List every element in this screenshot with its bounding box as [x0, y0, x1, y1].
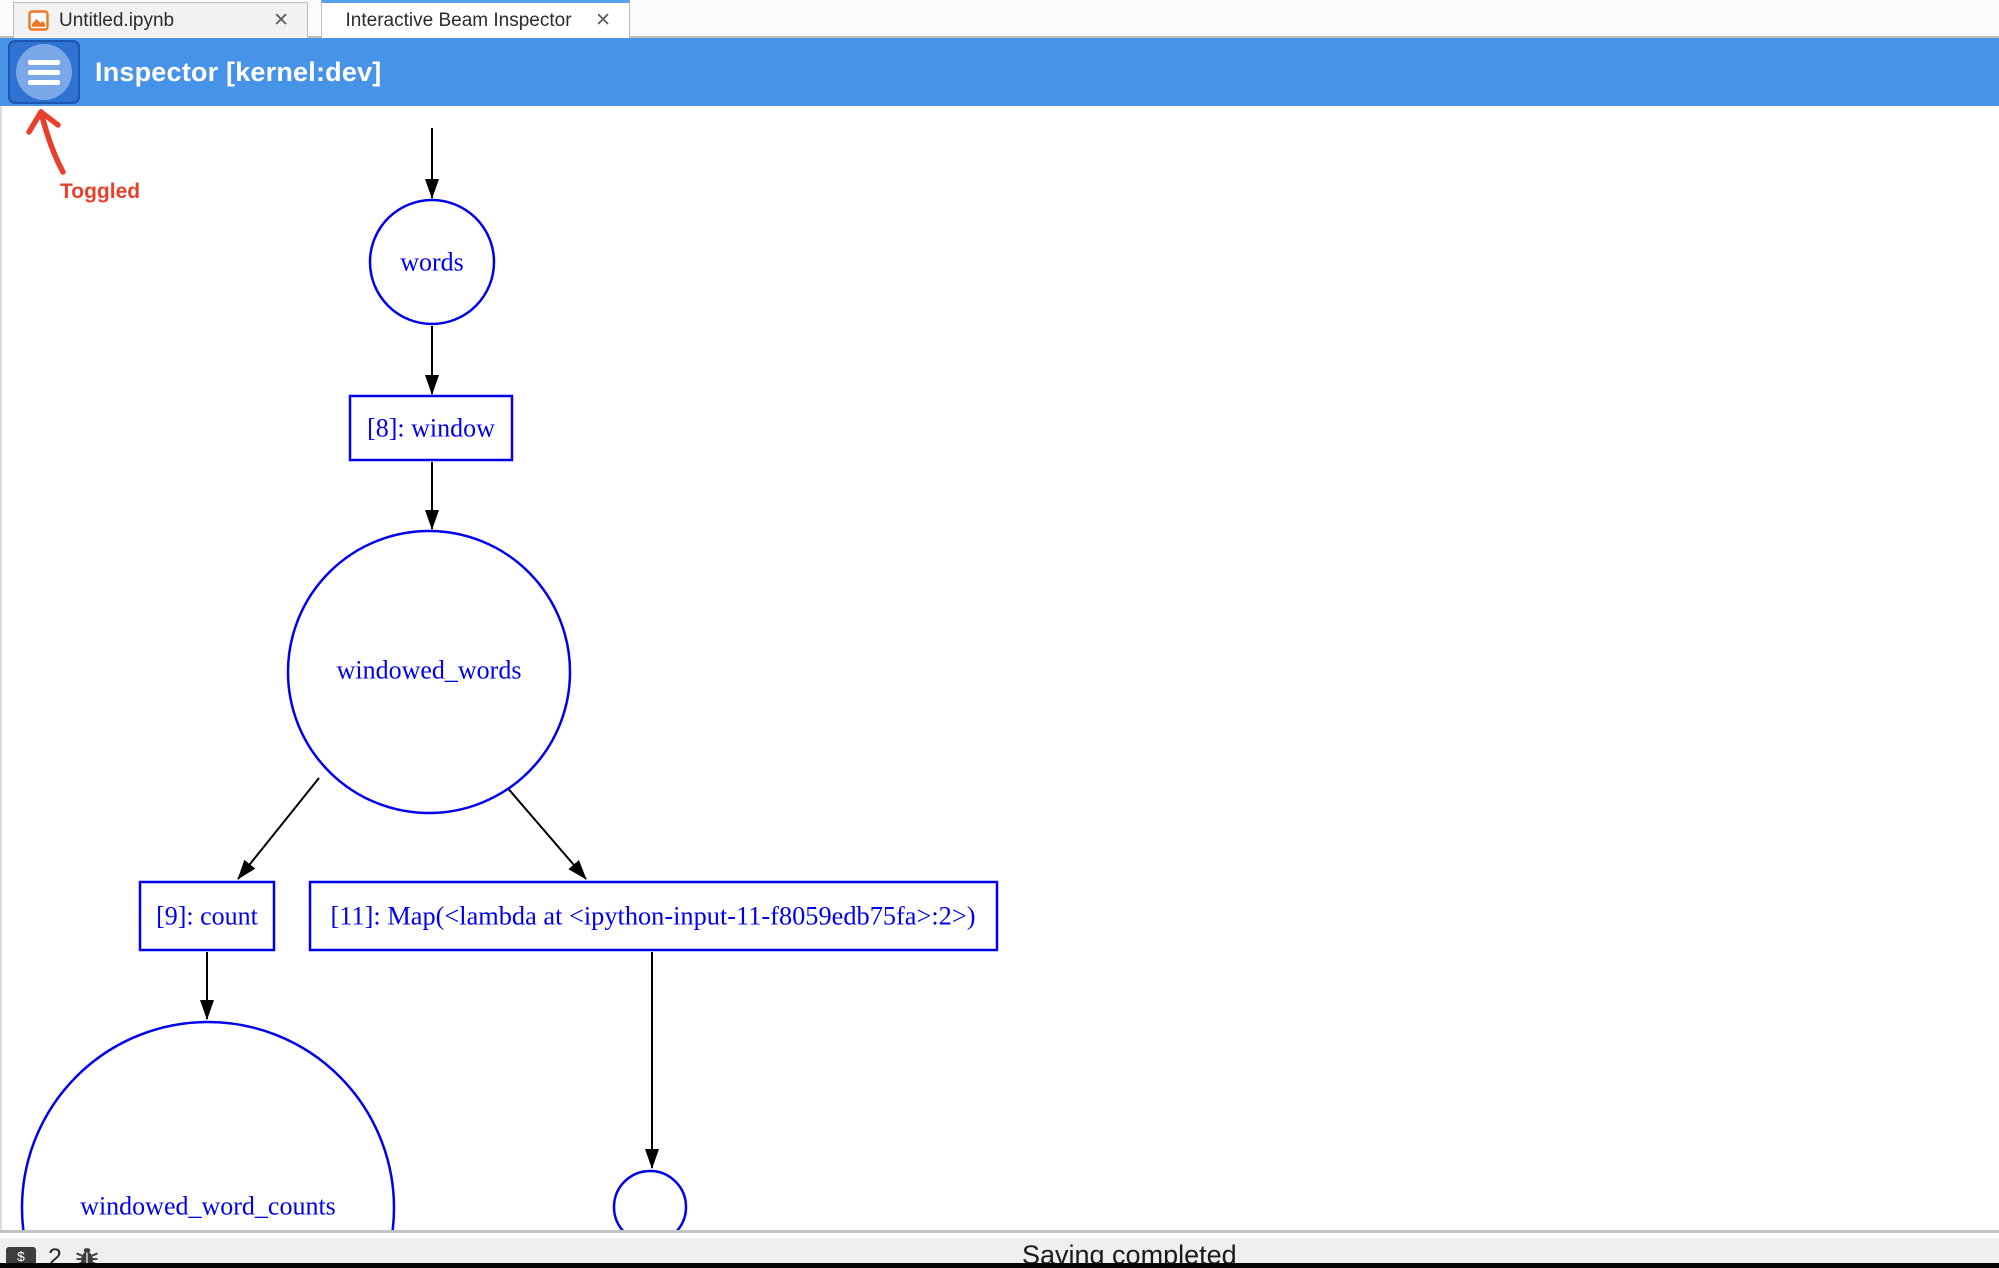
pcollection-circle[interactable] [368, 198, 496, 326]
notebook-file-icon [28, 10, 49, 31]
edge-windowed-words-to-count [237, 777, 320, 880]
graph-node-map-transform[interactable]: [11]: Map(<lambda at <ipython-input-11-f… [308, 880, 999, 952]
node-label: [11]: Map(<lambda at <ipython-input-11-f… [331, 902, 976, 931]
pcollection-circle[interactable] [286, 529, 572, 815]
tab-label: Interactive Beam Inspector [345, 9, 572, 31]
inspector-graph-panel: words [8]: window windowed_words [9]: co… [0, 106, 1999, 1230]
graph-node-count-transform[interactable]: [9]: count [138, 880, 276, 952]
graph-edges [200, 128, 659, 1169]
menu-toggle-button[interactable] [8, 40, 80, 104]
transform-rect[interactable] [138, 880, 276, 952]
window-bottom-edge [0, 1263, 1999, 1268]
page-title: Inspector [kernel:dev] [95, 56, 382, 87]
edge-windowed-words-to-map [498, 777, 587, 880]
graph-node-words[interactable]: words [368, 198, 496, 326]
terminal-icon[interactable]: $ [6, 1247, 36, 1268]
hamburger-icon [28, 59, 60, 65]
pcollection-circle[interactable] [20, 1020, 396, 1230]
tab-untitled-notebook[interactable]: Untitled.ipynb ✕ [13, 2, 308, 38]
close-tab-icon[interactable]: ✕ [595, 10, 611, 31]
transform-rect[interactable] [308, 880, 999, 952]
transform-rect[interactable] [348, 394, 514, 462]
node-label: windowed_words [337, 656, 522, 685]
graph-node-windowed-words[interactable]: windowed_words [286, 529, 572, 815]
node-label: [8]: window [367, 414, 495, 443]
tab-interactive-beam-inspector[interactable]: Interactive Beam Inspector ✕ [321, 0, 630, 38]
inspector-header: Inspector [kernel:dev] [0, 38, 1999, 106]
graph-node-window-transform[interactable]: [8]: window [348, 394, 514, 462]
close-tab-icon[interactable]: ✕ [273, 10, 289, 31]
node-label: words [400, 248, 464, 277]
node-label: [9]: count [156, 902, 259, 931]
content-bottom-border [0, 1230, 1999, 1233]
node-label: windowed_word_counts [80, 1192, 336, 1221]
annotation-text: Toggled [60, 180, 141, 203]
pipeline-graph: words [8]: window windowed_words [9]: co… [20, 128, 999, 1230]
graph-node-windowed-word-counts[interactable]: windowed_word_counts [20, 1020, 396, 1230]
hamburger-icon [28, 69, 60, 75]
hamburger-icon [28, 79, 60, 85]
graph-node-anonymous-pcollection[interactable] [612, 1169, 688, 1230]
pcollection-circle[interactable] [612, 1169, 688, 1230]
terminal-count[interactable]: 2 [48, 1243, 62, 1268]
tab-bar: Untitled.ipynb ✕ Interactive Beam Inspec… [0, 0, 1999, 38]
menu-button-highlight [16, 44, 72, 100]
tab-label: Untitled.ipynb [59, 9, 175, 31]
